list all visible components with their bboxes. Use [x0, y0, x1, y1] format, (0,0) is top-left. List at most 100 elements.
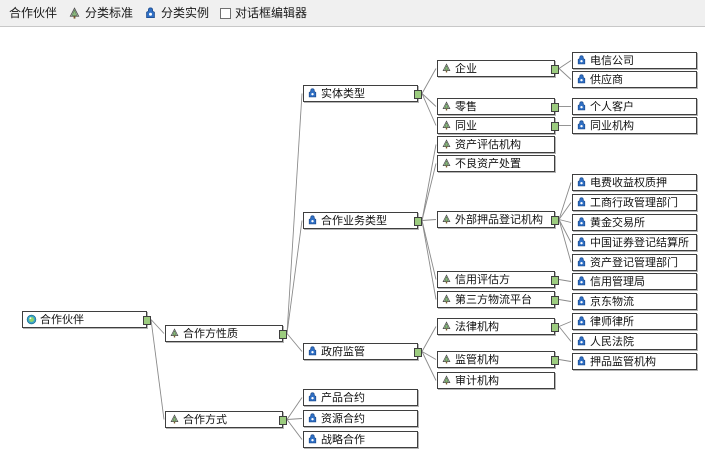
tree-node-label: 实体类型 [321, 88, 365, 99]
node-port-handle[interactable] [551, 103, 559, 112]
tree-node-n-wbypdj[interactable]: 外部押品登记机构 [437, 211, 559, 228]
tree-node-n-xypgf[interactable]: 信用评估方 [437, 271, 559, 288]
tree-node-n-rmfy[interactable]: 人民法院 [572, 333, 697, 350]
node-port-handle[interactable] [551, 276, 559, 285]
tree-connector [421, 220, 437, 300]
tree-node-label: 电信公司 [590, 55, 634, 66]
tree-node-label: 资源合约 [321, 413, 365, 424]
tree-node-label: 中国证券登记结算所 [590, 237, 689, 248]
tree-connector [286, 418, 303, 420]
tree-node-label: 外部押品登记机构 [455, 214, 543, 225]
tree-node-n-gsxz[interactable]: 工商行政管理部门 [572, 194, 697, 211]
node-port-handle[interactable] [551, 323, 559, 332]
toolbar-item-partner[interactable]: 合作伙伴 [6, 3, 60, 23]
tree-node-n-zgzqdj[interactable]: 中国证券登记结算所 [572, 234, 697, 251]
tree-node-n-dfsyq[interactable]: 电费收益权质押 [572, 174, 697, 191]
tree-node-n-xyglj[interactable]: 信用管理局 [572, 273, 697, 290]
node-port-handle[interactable] [279, 416, 287, 425]
classification-standard-icon [69, 6, 80, 19]
tree-node-n-zyhy[interactable]: 资源合约 [303, 410, 418, 427]
classification-instance-icon [577, 257, 586, 267]
classification-instance-icon [308, 346, 317, 356]
classification-standard-icon [442, 139, 451, 149]
tree-connector [558, 202, 572, 220]
tree-node-root[interactable]: 合作伙伴 [22, 311, 151, 328]
tree-node-label: 第三方物流平台 [455, 294, 532, 305]
node-port-handle[interactable] [551, 122, 559, 131]
classification-instance-icon [577, 217, 586, 227]
tree-connector [421, 93, 437, 107]
tree-node-n-hjjys[interactable]: 黄金交易所 [572, 214, 697, 231]
checkbox-icon[interactable] [220, 7, 232, 19]
toolbar-item-label: 对话框编辑器 [235, 6, 308, 20]
tree-connector [286, 397, 303, 420]
node-port-handle[interactable] [143, 316, 151, 325]
classification-standard-icon [442, 321, 451, 331]
tree-connector [558, 299, 572, 302]
tree-node-label: 产品合约 [321, 392, 365, 403]
node-port-handle[interactable] [279, 330, 287, 339]
tree-node-n-sjjg[interactable]: 审计机构 [437, 372, 555, 389]
classification-instance-icon [577, 55, 586, 65]
tree-connector [421, 351, 437, 381]
tree-node-n-zfjg[interactable]: 政府监管 [303, 343, 422, 360]
classification-instance-icon [308, 413, 317, 423]
toolbar-item-label: 分类实例 [161, 6, 210, 20]
node-port-handle[interactable] [551, 296, 559, 305]
toolbar-item-classification-instance[interactable]: 分类实例 [141, 3, 212, 23]
classification-instance-icon [577, 101, 586, 111]
tree-node-label: 监管机构 [455, 354, 499, 365]
tree-node-n-ypjgjg[interactable]: 押品监管机构 [572, 353, 697, 370]
tree-node-n-ls[interactable]: 零售 [437, 98, 559, 115]
tree-node-n-zlhz[interactable]: 战略合作 [303, 431, 418, 448]
tree-node-n-qy[interactable]: 企业 [437, 60, 559, 77]
tree-node-label: 供应商 [590, 74, 623, 85]
tree-node-label: 不良资产处置 [455, 158, 521, 169]
tree-node-label: 合作伙伴 [40, 314, 84, 325]
node-port-handle[interactable] [414, 90, 422, 99]
node-port-handle[interactable] [551, 216, 559, 225]
tree-node-n-jgjg[interactable]: 监管机构 [437, 351, 559, 368]
node-port-handle[interactable] [414, 217, 422, 226]
tree-node-n-hzfs[interactable]: 合作方式 [165, 411, 287, 428]
classification-instance-icon [577, 120, 586, 130]
tree-connector [421, 326, 437, 352]
toolbar-item-label: 合作伙伴 [9, 6, 58, 20]
toolbar-item-classification-standard[interactable]: 分类标准 [65, 3, 136, 23]
tree-node-n-tyjg[interactable]: 同业机构 [572, 117, 697, 134]
tree-node-n-stlx[interactable]: 实体类型 [303, 85, 422, 102]
tree-node-n-ty[interactable]: 同业 [437, 117, 559, 134]
tree-connector [421, 68, 437, 94]
tree-node-n-cphy[interactable]: 产品合约 [303, 389, 418, 406]
tree-connector [558, 219, 572, 263]
tree-node-n-lsls[interactable]: 律师律所 [572, 313, 697, 330]
tree-node-n-hzywlx[interactable]: 合作业务类型 [303, 212, 422, 229]
tree-connector [150, 319, 165, 334]
classification-standard-icon [442, 120, 451, 130]
tree-node-n-gys[interactable]: 供应商 [572, 71, 697, 88]
tree-node-n-grkh[interactable]: 个人客户 [572, 98, 697, 115]
classification-instance-icon [577, 336, 586, 346]
tree-connector [286, 220, 303, 334]
tree-node-label: 合作方式 [183, 414, 227, 425]
tree-node-n-jdwl[interactable]: 京东物流 [572, 293, 697, 310]
tree-node-n-dsfwl[interactable]: 第三方物流平台 [437, 291, 559, 308]
tree-node-n-zcdjgl[interactable]: 资产登记管理部门 [572, 254, 697, 271]
node-port-handle[interactable] [414, 348, 422, 357]
tree-node-label: 黄金交易所 [590, 217, 645, 228]
classification-standard-icon [442, 354, 451, 364]
node-port-handle[interactable] [551, 65, 559, 74]
classification-instance-icon [308, 392, 317, 402]
tree-node-n-fljg[interactable]: 法律机构 [437, 318, 559, 335]
classification-standard-icon [170, 414, 179, 424]
tree-node-n-hzfxz[interactable]: 合作方性质 [165, 325, 287, 342]
classification-standard-icon [442, 375, 451, 385]
tree-node-n-zcpgjg[interactable]: 资产评估机构 [437, 136, 555, 153]
classification-standard-icon [442, 214, 451, 224]
tree-node-n-blzccz[interactable]: 不良资产处置 [437, 155, 555, 172]
tree-node-label: 电费收益权质押 [590, 177, 667, 188]
tree-node-n-dxgs[interactable]: 电信公司 [572, 52, 697, 69]
tree-node-label: 信用管理局 [590, 276, 645, 287]
toolbar-item-dialog-editor[interactable]: 对话框编辑器 [217, 3, 310, 23]
node-port-handle[interactable] [551, 356, 559, 365]
